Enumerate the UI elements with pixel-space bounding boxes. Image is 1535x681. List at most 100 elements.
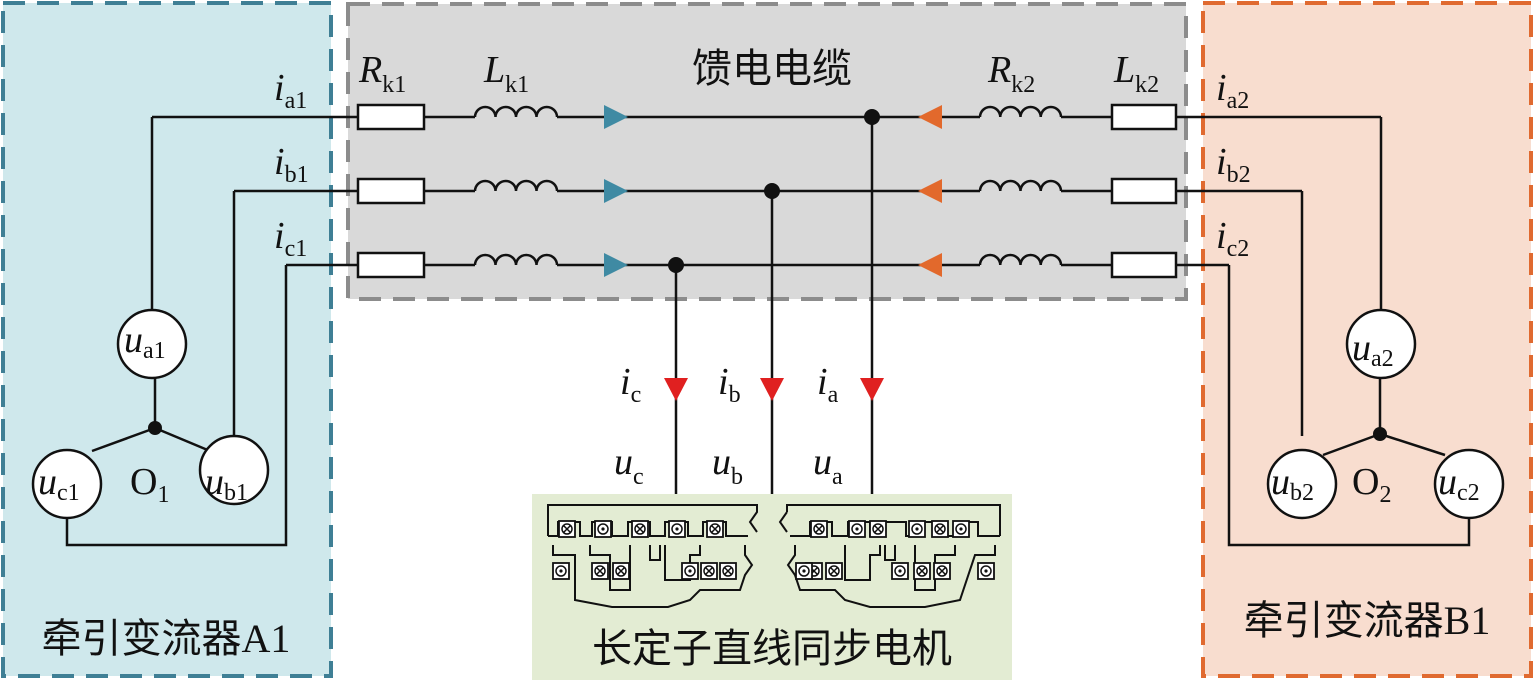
coil-dot-icon <box>894 565 906 577</box>
label-rk1: Rk1 <box>358 49 406 98</box>
right-converter-title: 牵引变流器B1 <box>1244 598 1491 643</box>
arrow-right-a <box>604 105 628 129</box>
resistors <box>356 103 1178 279</box>
inductor-lk1-a <box>473 105 559 118</box>
coil-dot-icon <box>671 523 683 535</box>
coil-dot-icon <box>851 523 863 535</box>
feeder-cable-box <box>346 2 1188 301</box>
coil-cross-icon <box>709 523 721 535</box>
coil-cross-icon <box>916 565 928 577</box>
arrow-right-c <box>604 253 628 277</box>
inductor-lk2-a <box>978 105 1063 118</box>
source-uc1 <box>31 448 103 520</box>
label-ib2: ib2 <box>1216 141 1251 188</box>
resistor-rk1-a <box>356 103 426 131</box>
inductors <box>473 105 1063 266</box>
source-ua2 <box>1345 308 1417 380</box>
arrows-motor <box>664 378 884 401</box>
resistor-rk2-a <box>1110 103 1178 131</box>
coil-cross-mark <box>710 524 720 534</box>
label-ub: ub <box>712 441 743 490</box>
label-ub1: ub1 <box>205 461 248 506</box>
coil-dot-mark <box>915 527 919 531</box>
coil-cross-icon <box>813 523 825 535</box>
label-ic1: ic1 <box>274 215 307 262</box>
coil-cross-mark <box>562 524 572 534</box>
label-ua: ua <box>813 441 843 490</box>
coil-dot-icon <box>684 565 696 577</box>
coil-cross-icon <box>703 565 715 577</box>
coil-cross-mark <box>595 566 605 576</box>
label-ib: ib <box>718 361 741 408</box>
source-ub1 <box>198 434 270 506</box>
inductor-lk1-c <box>473 253 559 266</box>
arrow-left-a <box>918 105 942 129</box>
coil-cross-mark <box>937 566 947 576</box>
coil-cross-icon <box>828 565 840 577</box>
coil-dot-icon <box>597 523 609 535</box>
coil-dot-mark <box>959 527 963 531</box>
coil-cross-icon <box>634 523 646 535</box>
coil-dot-mark <box>984 569 988 573</box>
resistor-rk2-b <box>1110 177 1178 205</box>
label-ib1: ib1 <box>274 141 309 188</box>
coil-dot-icon <box>980 565 992 577</box>
coil-cross-mark <box>635 524 645 534</box>
label-rk2: Rk2 <box>987 49 1035 98</box>
coil-cross-icon <box>934 523 946 535</box>
arrow-left-b <box>918 179 942 203</box>
label-ia1: ia1 <box>274 67 307 114</box>
label-ub2: ub2 <box>1271 461 1314 506</box>
label-uc: uc <box>614 441 644 490</box>
coil-dot-icon <box>555 565 567 577</box>
coil-dot-icon <box>911 523 923 535</box>
coil-dot-mark <box>802 569 806 573</box>
resistor-rk1-c <box>356 251 426 279</box>
coil-cross-mark <box>873 524 883 534</box>
label-ia2: ia2 <box>1216 67 1249 114</box>
label-ua2: ua2 <box>1352 327 1394 372</box>
label-ic: ic <box>620 361 641 408</box>
junction-dots <box>148 109 1387 441</box>
arrow-left-c <box>918 253 942 277</box>
source-ub2 <box>1266 448 1338 520</box>
coil-cross-mark <box>704 566 714 576</box>
coil-cross-mark <box>723 566 733 576</box>
feeder-cable-title: 馈电电缆 <box>692 46 852 91</box>
coil-cross-icon <box>722 565 734 577</box>
coil-dot-icon <box>798 565 810 577</box>
label-ua1: ua1 <box>124 319 166 364</box>
label-o2: O2 <box>1352 461 1391 508</box>
coil-cross-icon <box>872 523 884 535</box>
arrow-down-c <box>664 378 688 401</box>
inductor-lk2-c <box>978 253 1063 266</box>
coil-cross-icon <box>561 523 573 535</box>
coil-dot-mark <box>675 527 679 531</box>
arrow-down-b <box>760 378 784 401</box>
source-circles <box>31 308 1505 520</box>
label-ia: ia <box>817 361 839 408</box>
coil-cross-mark <box>829 566 839 576</box>
coil-dot-mark <box>559 569 563 573</box>
arrows-right-group <box>918 105 942 277</box>
coil-cross-icon <box>615 565 627 577</box>
coil-dot-icon <box>955 523 967 535</box>
coil-cross-mark <box>814 524 824 534</box>
inductor-lk2-b <box>978 179 1063 192</box>
label-lk1: Lk1 <box>483 49 529 98</box>
coil-dot-mark <box>601 527 605 531</box>
arrow-down-a <box>860 378 884 401</box>
inductor-lk1-b <box>473 179 559 192</box>
coil-dot-mark <box>855 527 859 531</box>
source-ua1 <box>116 308 188 380</box>
source-uc2 <box>1433 448 1505 520</box>
motor-title: 长定子直线同步电机 <box>592 626 952 671</box>
arrows-left-group <box>604 105 628 277</box>
coil-dot-mark <box>688 569 692 573</box>
coil-dot-mark <box>898 569 902 573</box>
label-o1: O1 <box>130 461 169 508</box>
coil-cross-icon <box>594 565 606 577</box>
coil-cross-mark <box>616 566 626 576</box>
coil-cross-mark <box>935 524 945 534</box>
